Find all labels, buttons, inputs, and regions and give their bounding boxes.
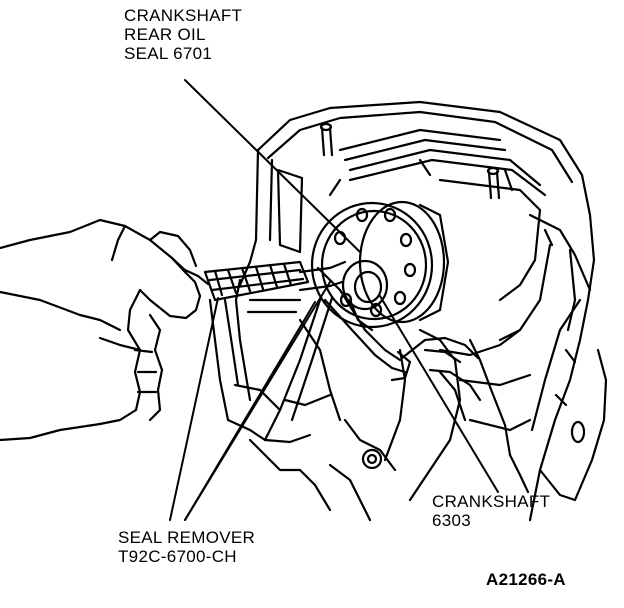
- label-crankshaft: CRANKSHAFT 6303: [432, 492, 550, 530]
- seal-remover-tool: [205, 262, 410, 442]
- label-seal-remover-line-1: SEAL REMOVER: [118, 528, 256, 547]
- leader-crankshaft: [380, 296, 498, 492]
- left-hand: [0, 220, 208, 440]
- label-seal-remover-line-2: T92C-6700-CH: [118, 547, 237, 566]
- leader-rear-oil-seal: [185, 80, 360, 252]
- label-rear-oil-seal-line-1: CRANKSHAFT: [124, 6, 243, 25]
- callout-leaders: [170, 80, 498, 520]
- label-crankshaft-line-2: 6303: [432, 511, 472, 530]
- label-seal-remover: SEAL REMOVER T92C-6700-CH: [118, 528, 255, 566]
- label-rear-oil-seal: CRANKSHAFT REAR OIL SEAL 6701: [124, 6, 242, 63]
- crankshaft-flange: [312, 202, 448, 330]
- leader-seal-remover-c: [185, 302, 315, 520]
- label-rear-oil-seal-line-2: REAR OIL: [124, 25, 206, 44]
- label-rear-oil-seal-line-3: SEAL 6701: [124, 44, 213, 63]
- label-crankshaft-line-1: CRANKSHAFT: [432, 492, 551, 511]
- engine-block: [240, 102, 606, 520]
- leader-seal-remover-a: [170, 298, 218, 520]
- figure-id: A21266-A: [486, 570, 566, 589]
- right-hand: [402, 338, 528, 492]
